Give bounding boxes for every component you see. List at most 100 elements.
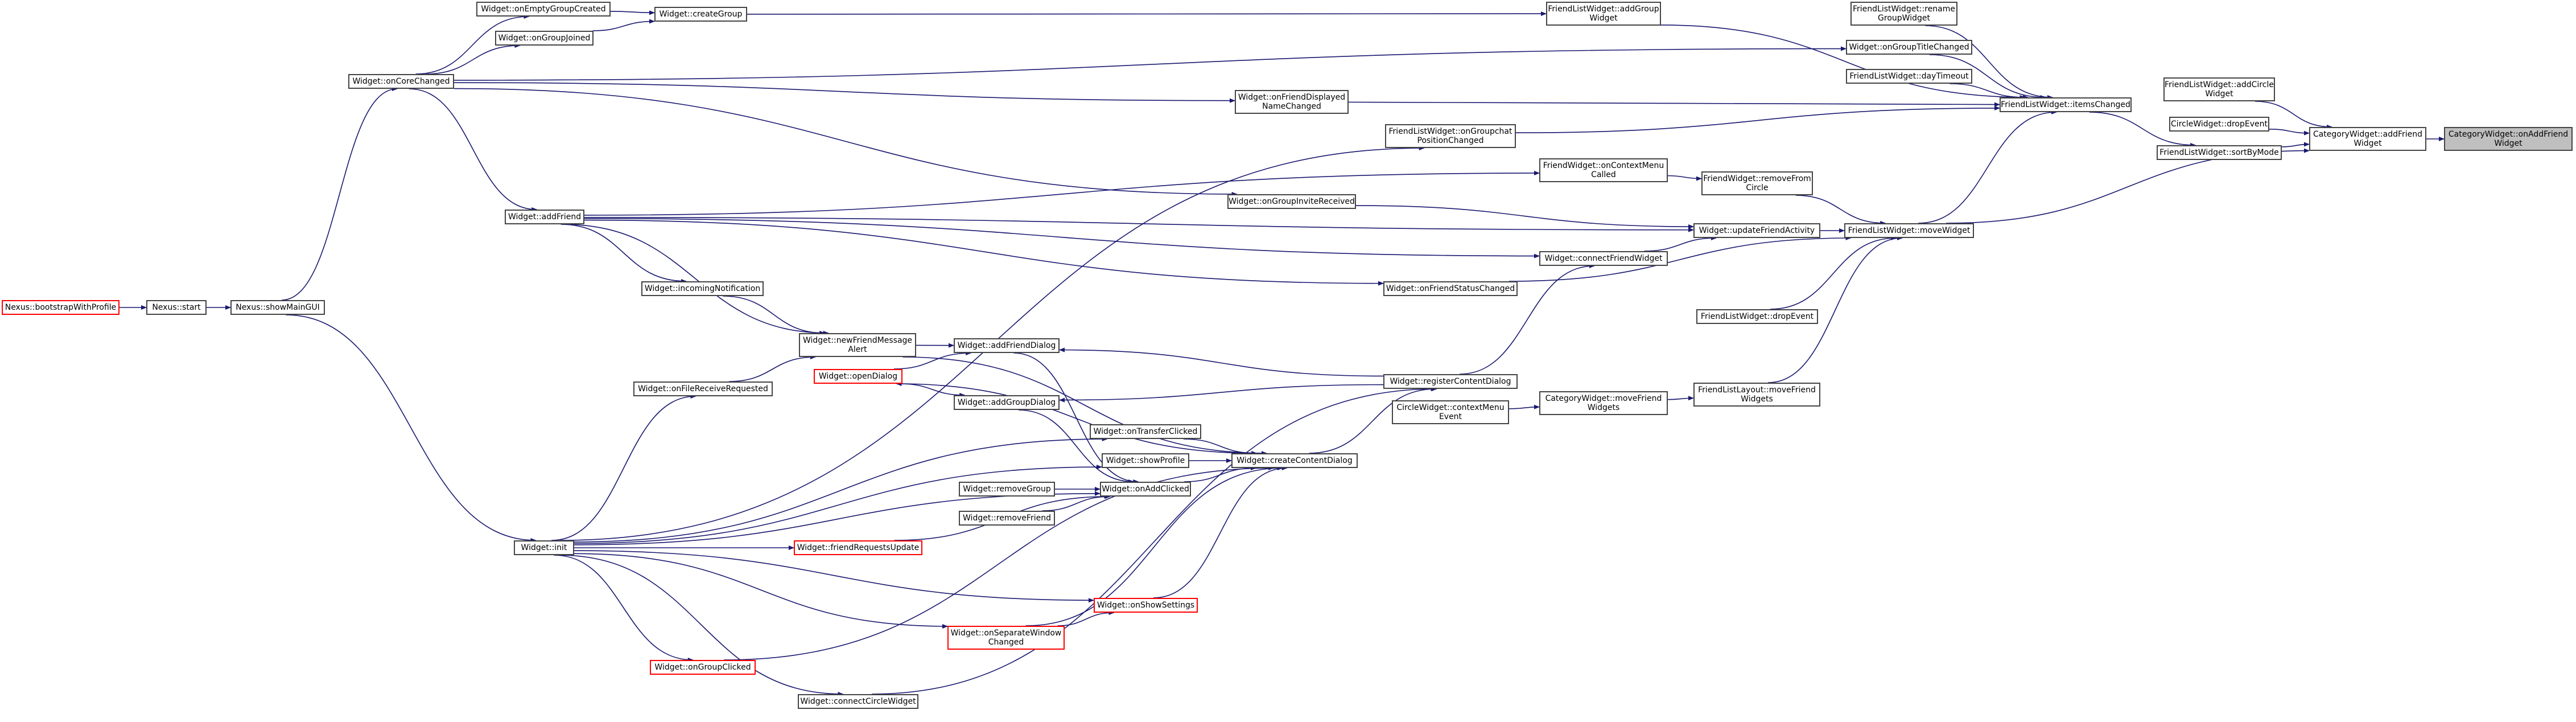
edge-showMainGUI-to-init [286,314,537,543]
node-nexus-show-main-gui[interactable]: Nexus::showMainGUI [230,300,325,315]
node-widget-on-separate-window-changed[interactable]: Widget::onSeparateWindow Changed [947,626,1065,650]
node-widget-on-group-clicked[interactable]: Widget::onGroupClicked [650,660,756,675]
edge-onGroupJoined-to-createGroup [592,19,655,31]
edge-init-to-onFileReceiveRequested [551,394,696,541]
node-widget-on-friend-displayed-name-changed[interactable]: Widget::onFriendDisplayed NameChanged [1235,90,1349,114]
node-category-widget-move-friend-widgets[interactable]: CategoryWidget::moveFriend Widgets [1539,391,1668,415]
edge-onShowSettings-to-createContentDialog [1153,466,1288,598]
node-widget-add-friend-dialog[interactable]: Widget::addFriendDialog [954,338,1060,353]
edge-addCircleWidget-to-categoryAddFriendWidget [2254,101,2332,129]
node-friend-list-widget-items-changed[interactable]: FriendListWidget::itemsChanged [2000,97,2132,112]
edge-sortByMode-to-categoryAddFriendWidget [2281,142,2310,147]
node-category-widget-add-friend-widget[interactable]: CategoryWidget::addFriend Widget [2309,127,2426,151]
node-widget-create-content-dialog[interactable]: Widget::createContentDialog [1231,453,1358,468]
node-friend-list-widget-drop-event[interactable]: FriendListWidget::dropEvent [1696,309,1818,324]
edge-flwAddGroupWidget-to-itemsChanged [1660,24,2029,100]
node-nexus-bootstrap-with-profile[interactable]: Nexus::bootstrapWithProfile [2,300,119,315]
edge-onCoreChanged-to-onGroupInviteReceived [454,88,1238,196]
node-widget-on-empty-group-created[interactable]: Widget::onEmptyGroupCreated [476,2,611,17]
node-friend-list-widget-add-circle-widget[interactable]: FriendListWidget::addCircle Widget [2163,77,2275,101]
edge-init-to-onGroupClicked [554,555,694,662]
node-friend-list-widget-rename-group-widget[interactable]: FriendListWidget::rename GroupWidget [1850,2,1957,26]
node-widget-on-group-title-changed[interactable]: Widget::onGroupTitleChanged [1846,40,1972,55]
edge-openDialog-to-addFriendDialog [893,351,972,370]
edge-onCoreChanged-to-onGroupTitleChanged [454,46,1847,81]
node-widget-new-friend-message-alert[interactable]: Widget::newFriendMessage Alert [799,333,916,357]
edge-onSeparateWindowChanged-to-onShowSettings [1057,610,1115,626]
edge-init-to-onSeparateWindowChanged [574,553,948,629]
node-widget-on-friend-status-changed[interactable]: Widget::onFriendStatusChanged [1383,281,1518,296]
edge-init-to-onAddClicked [574,491,1101,545]
edge-addFriendDialog-to-onAddClicked [1013,352,1139,484]
edge-onGroupchatPositionChanged-to-itemsChanged [1515,105,2000,133]
edge-init-to-onShowSettings [574,550,1094,603]
edge-onGroupTitleChanged-to-itemsChanged [1929,54,2046,100]
node-widget-connect-circle-widget[interactable]: Widget::connectCircleWidget [798,694,918,709]
edge-onCoreChanged-to-onFriendDisplayedNameChanged [454,82,1235,103]
edge-connectCircleWidget-to-registerContentDialog [872,387,1437,695]
node-friend-list-widget-add-group-widget[interactable]: FriendListWidget::addGroup Widget [1546,2,1661,26]
edge-showMainGUI-to-onCoreChanged [282,87,398,301]
edge-registerContentDialog-to-addFriendDialog [1059,347,1384,377]
edge-flwDropEvent-to-moveWidget [1770,236,1897,310]
node-widget-remove-group[interactable]: Widget::removeGroup [959,482,1055,497]
edge-onCoreChanged-to-onEmptyGroupCreated [415,14,530,75]
node-widget-remove-friend[interactable]: Widget::removeFriend [959,511,1055,526]
node-friend-widget-on-context-menu-called[interactable]: FriendWidget::onContextMenu Called [1539,158,1668,182]
node-widget-add-group-dialog[interactable]: Widget::addGroupDialog [954,395,1060,410]
edge-removeFriend-to-onAddClicked [1042,494,1111,511]
edge-addGroupDialog-to-onAddClicked [1018,409,1135,484]
node-widget-on-show-settings[interactable]: Widget::onShowSettings [1094,598,1198,613]
node-friend-widget-remove-from-circle[interactable]: FriendWidget::removeFrom Circle [1701,171,1813,195]
node-widget-update-friend-activity[interactable]: Widget::updateFriendActivity [1693,223,1820,238]
edge-registerContentDialog-to-addGroupDialog [1059,384,1384,403]
edge-addFriend-to-incomingNotification [560,224,687,284]
edge-addFriend-to-updateFriendActivity [584,216,1694,232]
edge-onCoreChanged-to-addFriend [409,88,538,212]
node-widget-on-group-invite-received[interactable]: Widget::onGroupInviteReceived [1227,194,1356,209]
edge-onFileReceiveRequested-to-newFriendMessageAlert [729,355,816,382]
edge-circleContextMenuEvent-to-moveFriendWidgets [1508,404,1540,409]
node-widget-create-group[interactable]: Widget::createGroup [654,7,747,22]
node-widget-add-friend[interactable]: Widget::addFriend [505,210,584,224]
node-nexus-start[interactable]: Nexus::start [146,300,207,315]
node-widget-register-content-dialog[interactable]: Widget::registerContentDialog [1383,374,1518,389]
edge-onSeparateWindowChanged-to-createContentDialog [1025,466,1283,626]
node-widget-on-file-receive-requested[interactable]: Widget::onFileReceiveRequested [633,381,773,396]
node-widget-open-dialog[interactable]: Widget::openDialog [814,369,902,384]
node-widget-on-add-clicked[interactable]: Widget::onAddClicked [1100,482,1191,497]
node-friend-list-widget-move-widget[interactable]: FriendListWidget::moveWidget [1844,223,1974,238]
node-category-widget-on-add-friend-widget[interactable]: CategoryWidget::onAddFriend Widget [2444,127,2573,151]
node-widget-incoming-notification[interactable]: Widget::incomingNotification [641,281,764,296]
node-friend-list-layout-move-friend-widgets[interactable]: FriendListLayout::moveFriend Widgets [1693,383,1820,407]
edge-incomingNotification-to-newFriendMessageAlert [723,296,826,335]
node-friend-list-widget-sort-by-mode[interactable]: FriendListWidget::sortByMode [2157,145,2282,160]
node-widget-on-group-joined[interactable]: Widget::onGroupJoined [495,31,593,46]
edge-layoutMoveFriendWidgets-to-moveWidget [1768,236,1903,383]
node-friend-list-widget-on-groupchat-position-changed[interactable]: FriendListWidget::onGroupchat PositionCh… [1385,124,1516,148]
edge-moveFriendWidgets-to-layoutMoveFriendWidgets [1667,396,1694,401]
node-circle-widget-drop-event[interactable]: CircleWidget::dropEvent [2169,117,2269,132]
edge-addFriend-to-onFriendStatusChanged [584,219,1384,286]
edge-openDialog-to-addGroupDialog [900,383,966,397]
node-widget-connect-friend-widget[interactable]: Widget::connectFriendWidget [1539,251,1668,266]
edge-addFriend-to-onContextMenuCalled [584,170,1540,216]
node-circle-widget-context-menu-event[interactable]: CircleWidget::contextMenu Event [1392,400,1509,424]
edge-onFriendDisplayedNameChanged-to-itemsChanged [1348,101,2000,107]
node-widget-on-core-changed[interactable]: Widget::onCoreChanged [348,74,454,89]
edge-createContentDialog-to-registerContentDialog [1309,387,1437,454]
node-widget-show-profile[interactable]: Widget::showProfile [1102,453,1189,468]
node-widget-on-transfer-clicked[interactable]: Widget::onTransferClicked [1090,424,1201,439]
node-friend-list-widget-day-timeout[interactable]: FriendListWidget::dayTimeout [1846,69,1972,84]
edge-moveWidget-to-itemsChanged [1918,110,2057,224]
edge-init-to-connectCircleWidget [559,555,844,696]
edges [119,10,2445,696]
edge-onGroupInviteReceived-to-updateFriendActivity [1355,205,1694,229]
edge-onCoreChanged-to-onGroupJoined [426,43,521,75]
node-widget-init[interactable]: Widget::init [514,540,574,555]
edge-registerContentDialog-to-connectFriendWidget [1460,264,1595,375]
edge-onGroupClicked-to-createContentDialog [724,466,1274,661]
node-widget-friend-requests-update[interactable]: Widget::friendRequestsUpdate [794,540,922,555]
edge-addFriend-to-connectFriendWidget [584,218,1540,259]
